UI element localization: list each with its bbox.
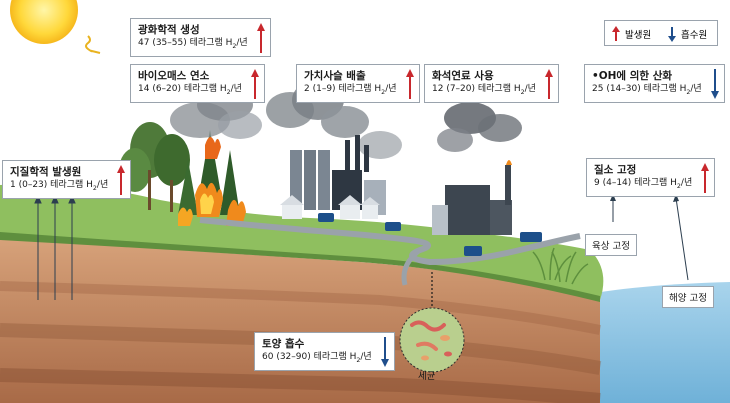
microbe-icon: [399, 307, 465, 373]
geologic-title: 지질학적 발생원: [10, 166, 82, 178]
photochem-value: 47 (35–55) 테라그램 H2/년: [138, 38, 248, 50]
nitrogen-fixation-box: 질소 고정 9 (4–14) 테라그램 H2/년: [586, 158, 716, 197]
road: [199, 217, 581, 266]
biomass-title: 바이오매스 연소: [138, 70, 210, 82]
flames-icon: [178, 136, 246, 226]
sun-icon: [10, 0, 78, 44]
oh-title: •OH에 의한 산화: [592, 70, 673, 82]
fossil-title: 화석연료 사용: [432, 70, 494, 82]
value-chain-value: 2 (1–9) 테라그램 H2/년: [304, 84, 397, 96]
soil-value: 60 (32–90) 테라그램 H2/년: [262, 352, 372, 364]
geologic-box: 지질학적 발생원 1 (0–23) 테라그램 H2/년: [2, 160, 132, 199]
soil-title: 토양 흡수: [262, 338, 305, 350]
soil-uptake-box: 토양 흡수 60 (32–90) 테라그램 H2/년: [254, 332, 395, 371]
source-arrow-icon: [544, 69, 553, 99]
legend-sink-label: 흡수원: [681, 30, 708, 41]
geologic-value: 1 (0–23) 테라그램 H2/년: [10, 180, 109, 192]
legend: 발생원 흡수원: [604, 20, 718, 46]
factory-fossil: [432, 160, 512, 235]
sunlight-squiggle-icon: [85, 35, 101, 54]
geologic-upward-arrows: [34, 194, 76, 300]
fossil-value: 12 (7–20) 테라그램 H2/년: [432, 84, 536, 96]
ocean-fixation-label: 해양 고정: [662, 286, 714, 308]
land-fixation-label: 육상 고정: [585, 234, 637, 256]
photochem-title: 광화학적 생성: [138, 24, 200, 36]
sink-arrow-icon: [710, 69, 719, 99]
value-chain-box: 가치사슬 배출 2 (1–9) 테라그램 H2/년: [296, 64, 420, 103]
source-arrow-icon: [256, 23, 265, 53]
source-arrow-icon: [701, 163, 710, 193]
oh-oxidation-box: •OH에 의한 산화 25 (14–30) 테라그램 H2/년: [584, 64, 725, 103]
nitrogen-title: 질소 고정: [594, 164, 637, 176]
nitrogen-value: 9 (4–14) 테라그램 H2/년: [594, 178, 693, 190]
microbe-label: 세균: [418, 371, 436, 382]
fossil-box: 화석연료 사용 12 (7–20) 테라그램 H2/년: [424, 64, 559, 103]
grass-plants: [532, 247, 589, 285]
sink-arrow-icon: [668, 27, 676, 42]
factory-value-chain: [280, 135, 386, 219]
source-arrow-icon: [405, 69, 414, 99]
legend-source-label: 발생원: [625, 30, 652, 41]
vehicles: [318, 213, 542, 256]
source-arrow-icon: [117, 165, 126, 195]
source-arrow-icon: [612, 26, 620, 41]
biomass-box: 바이오매스 연소 14 (6–20) 테라그램 H2/년: [130, 64, 265, 103]
oh-value: 25 (14–30) 테라그램 H2/년: [592, 84, 702, 96]
source-arrow-icon: [250, 69, 259, 99]
photochem-box: 광화학적 생성 47 (35–55) 테라그램 H2/년: [130, 18, 271, 57]
biomass-value: 14 (6–20) 테라그램 H2/년: [138, 84, 242, 96]
ocean-fix-line: [675, 197, 689, 281]
sink-arrow-icon: [380, 337, 389, 367]
value-chain-title: 가치사슬 배출: [304, 70, 366, 82]
